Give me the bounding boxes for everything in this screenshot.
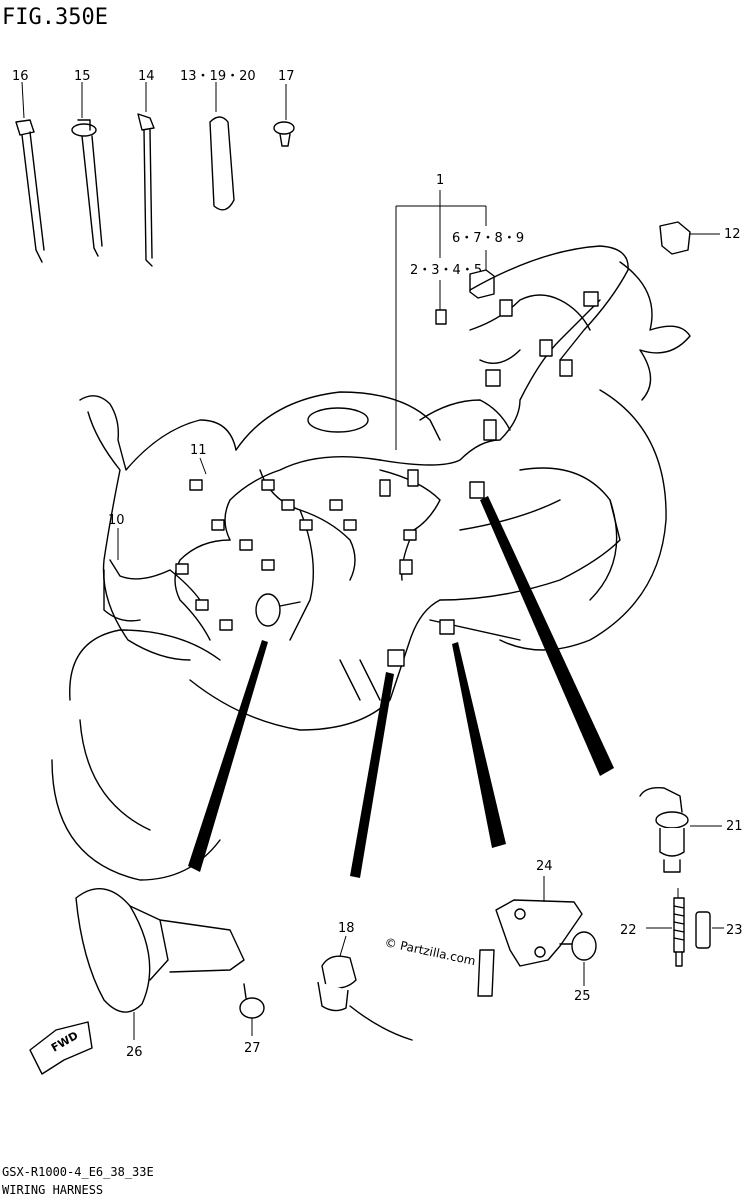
callout-25: 25 — [574, 989, 591, 1004]
callout-11: 11 — [190, 443, 207, 458]
bolt-25[interactable] — [559, 931, 597, 986]
clamp-13-19-20[interactable] — [209, 82, 235, 211]
figure-label: FIG.350E — [2, 5, 108, 30]
callout-13-19-20: 13・19・20 — [180, 69, 256, 84]
callout-23: 23 — [726, 923, 743, 938]
footer-model-code: GSX-R1000-4_E6_38_33E — [2, 1165, 154, 1179]
cable-tie-15[interactable] — [71, 82, 103, 257]
callout-27: 27 — [244, 1041, 261, 1056]
connector-12[interactable] — [659, 221, 720, 255]
relay[interactable] — [469, 250, 495, 299]
motorcycle-outline — [51, 245, 691, 881]
bracket-24[interactable] — [477, 876, 583, 997]
bolt-22[interactable] — [646, 888, 685, 967]
callout-18: 18 — [338, 921, 355, 936]
watermark: © Partzilla.com — [383, 935, 476, 968]
callout-1: 1 — [436, 173, 444, 188]
callout-2-3-4-5: 2・3・4・5 — [410, 263, 482, 278]
callout-15: 15 — [74, 69, 91, 84]
callout-22: 22 — [620, 923, 637, 938]
callout-21: 21 — [726, 819, 743, 834]
fwd-arrow — [29, 1021, 93, 1075]
cable-tie-14[interactable] — [137, 82, 155, 267]
fuse[interactable] — [435, 280, 447, 325]
callout-24: 24 — [536, 859, 553, 874]
pointer-horn — [188, 640, 268, 872]
sensor-18[interactable] — [317, 935, 413, 1041]
footer-section-title: WIRING HARNESS — [2, 1183, 103, 1197]
switch-21[interactable] — [639, 786, 722, 873]
callout-14: 14 — [138, 69, 155, 84]
bolt-27[interactable] — [239, 983, 265, 1036]
pointer-bracket-24 — [452, 642, 506, 848]
pointer-sensor-18 — [350, 672, 394, 878]
callout-17: 17 — [278, 69, 295, 84]
clip-17[interactable] — [273, 84, 295, 147]
callout-12: 12 — [724, 227, 741, 242]
callout-10: 10 — [108, 513, 125, 528]
cable-tie-16[interactable] — [15, 81, 45, 263]
callout-16: 16 — [12, 69, 29, 84]
callout-26: 26 — [126, 1045, 143, 1060]
wiring-harness[interactable] — [103, 291, 601, 667]
pointer-switch-21 — [480, 496, 614, 776]
callout-6-7-8-9: 6・7・8・9 — [452, 231, 524, 246]
spacer-23[interactable] — [695, 911, 724, 949]
horn-26[interactable] — [75, 888, 245, 1040]
